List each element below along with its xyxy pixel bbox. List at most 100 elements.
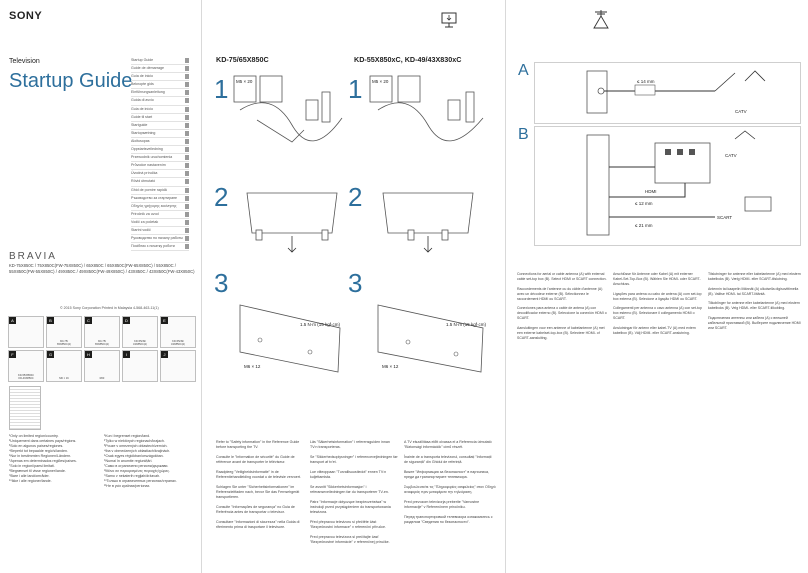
toc-item: Priročnik za uvod xyxy=(131,211,189,219)
toc-tab-marker xyxy=(185,106,189,112)
toc-item: Vodič za početak xyxy=(131,219,189,227)
toc-item-label: Guia de início xyxy=(131,106,153,111)
catv-label-a: CATV xyxy=(735,109,747,114)
step-number-3b: 3 xyxy=(348,268,363,298)
toc-tab-marker xyxy=(185,66,189,72)
toc-item: Úvodná príručka xyxy=(131,170,189,179)
diagram-a: ≤ 14 mm CATV xyxy=(534,62,801,124)
toc-tab-marker xyxy=(185,138,189,144)
toc-item: Startni vodič xyxy=(131,227,189,236)
step1-illustration-right: M5 × 20 xyxy=(369,75,484,142)
model-heading-large: KD-75/65X850C xyxy=(216,55,269,64)
accessory-label: KD-75/ 65X850C(2) xyxy=(57,340,71,346)
toc-tab-marker xyxy=(185,244,189,250)
connection-text-col3: Tilslutninger for antenne eller kabelant… xyxy=(708,272,801,330)
toc-item: Startopsætning xyxy=(131,130,189,138)
toc-item-label: Руководство по началу работы xyxy=(131,236,183,241)
accessory-item: I xyxy=(122,350,158,382)
accessory-label: M6 × 16 xyxy=(59,377,69,380)
guide-title: Startup Guide xyxy=(9,70,133,92)
toc-item: Οδηγός γρήγορης εκκίνησης xyxy=(131,203,189,211)
toc-item: Beknopte gids xyxy=(131,81,189,90)
scart-label: SCART xyxy=(717,215,732,220)
step-number-3: 3 xyxy=(214,268,229,298)
stand-assembly-panel: KD-75/65X850C KD-55X850xC, KD-49/43X830x… xyxy=(202,0,505,573)
step-number-2b: 2 xyxy=(348,182,363,212)
toc-item-label: Startup Guide xyxy=(131,58,154,62)
accessory-badge: J xyxy=(161,351,168,358)
step-number-1b: 1 xyxy=(348,74,363,104)
toc-tab-marker xyxy=(185,82,189,88)
tv-unpack-icon xyxy=(441,12,457,28)
toc-item-label: Startopsætning xyxy=(131,130,156,135)
accessory-item: J xyxy=(160,350,196,382)
toc-item-label: Ghid de pornire rapidă xyxy=(131,187,167,192)
accessory-badge: C xyxy=(85,317,92,324)
accessory-label: KD-75/ 65X850C(2) xyxy=(95,340,109,346)
toc-tab-marker xyxy=(185,203,189,209)
accessory-label: KD-55/49/ 43X850C(2) xyxy=(133,340,147,346)
manual-thumbnail xyxy=(9,386,41,430)
toc-tab-marker xyxy=(185,163,189,169)
toc-item-label: Guía de inicio xyxy=(131,74,153,79)
toc-tab-marker xyxy=(185,74,189,80)
toc-item: Ghid de pornire rapidă xyxy=(131,187,189,195)
toc-item-label: Ръководство за стартиране xyxy=(131,195,178,200)
toc-item-label: Посібник з початку роботи xyxy=(131,244,175,249)
toc-item-label: Guida di avvio xyxy=(131,98,154,103)
step3-illustration-left: M6 × 12 1.5 N·m (15 kgf·cm) xyxy=(239,304,341,373)
copyright: © 2015 Sony Corporation Printed in Malay… xyxy=(60,306,159,310)
connection-text-col2: Anschlüsse für Antenne oder Kabel (A) mi… xyxy=(613,272,702,335)
toc-item: Przewodnik uruchomienia xyxy=(131,154,189,163)
toc-tab-marker xyxy=(185,90,189,96)
screw-m6-right: M6 × 12 xyxy=(382,364,399,369)
toc-item: Startguide xyxy=(131,122,189,130)
accessory-label: KD-55/49/ 43X850C(2) xyxy=(171,340,185,346)
toc-tab-marker xyxy=(185,155,189,161)
dim-a: ≤ 14 mm xyxy=(637,79,655,84)
screw-m6-left: M6 × 12 xyxy=(244,364,261,369)
toc-tab-marker xyxy=(185,114,189,120)
safety-text-col1: Refer to "Safety information" in the Ref… xyxy=(216,440,301,529)
toc-item: Rövid útmutató xyxy=(131,178,189,187)
diagram-label-b: B xyxy=(518,126,529,143)
model-list: KD-75X850C / 75X850C(FW-75X850C) / 65X85… xyxy=(9,263,195,274)
accessory-badge: F xyxy=(9,351,16,358)
step2-illustration-right xyxy=(382,192,474,253)
toc-item-label: Oppstartsveiledning xyxy=(131,147,163,152)
toc-item-label: Guide til start xyxy=(131,114,153,119)
accessory-label: KD-55X850C/ KD-49X850C xyxy=(17,374,34,380)
toc-tab-marker xyxy=(185,179,189,185)
dim-b2: ≤ 21 mm xyxy=(635,223,653,228)
hdmi-label: HDMI xyxy=(645,189,657,194)
brand-logo: SONY xyxy=(9,10,43,22)
accessory-badge: A xyxy=(9,317,16,324)
toc-item-label: Průvodce nastavením xyxy=(131,163,166,168)
toc-tab-marker xyxy=(185,211,189,217)
accessory-badge: D xyxy=(123,317,130,324)
toc-tab-marker xyxy=(185,227,189,233)
toc-tab-marker xyxy=(185,58,189,63)
toc-tab-marker xyxy=(185,171,189,177)
bravia-logo: BRAVIA xyxy=(9,251,57,262)
step3-illustration-right: M6 × 12 1.5 N·m (15 kgf·cm) xyxy=(377,304,487,373)
product-type: Television xyxy=(9,58,40,65)
connections-panel: A ≤ 14 mm CATV B HDMI SCART ≤ 12 mm ≤ 2 xyxy=(505,0,808,573)
toc-item: Aloitusopas xyxy=(131,138,189,147)
torque-left: 1.5 N·m (15 kgf·cm) xyxy=(300,322,341,327)
step-number-1: 1 xyxy=(214,74,229,104)
toc-item-label: Startguide xyxy=(131,122,148,127)
toc-item: Guide til start xyxy=(131,114,189,122)
toc-item: Посібник з початку роботи xyxy=(131,243,189,252)
safety-text-col3: A TV elszállítása előtt olvassa el a Ref… xyxy=(404,440,496,524)
toc-tab-marker xyxy=(185,195,189,201)
accessory-item: C KD-75/ 65X850C(2) xyxy=(84,316,120,348)
toc-item-label: Przewodnik uruchomienia xyxy=(131,155,173,160)
toc-item-label: Priročnik za uvod xyxy=(131,211,159,216)
accessory-item: A xyxy=(8,316,44,348)
